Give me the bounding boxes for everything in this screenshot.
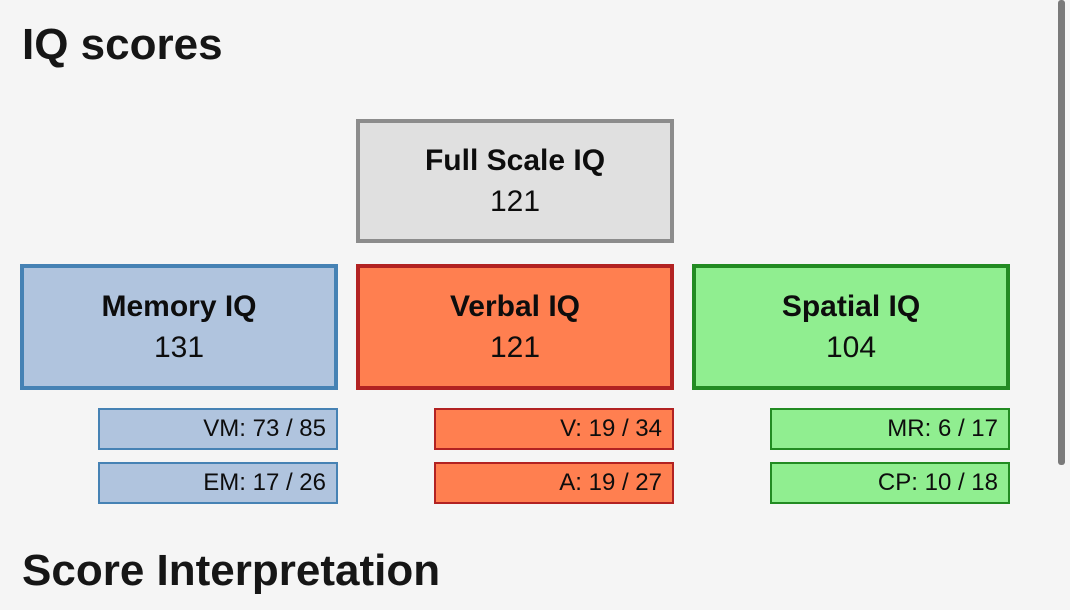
memory-iq-label: Memory IQ xyxy=(101,290,257,323)
spatial-iq-box: Spatial IQ 104 xyxy=(692,264,1010,390)
spatial-subtest-cp: CP: 10 / 18 xyxy=(770,462,1010,504)
spatial-subtest-mr: MR: 6 / 17 xyxy=(770,408,1010,450)
spatial-iq-label: Spatial IQ xyxy=(781,290,921,323)
section-title-score-interpretation: Score Interpretation xyxy=(22,546,441,595)
memory-iq-box: Memory IQ 131 xyxy=(20,264,338,390)
memory-subtest-vm: VM: 73 / 85 xyxy=(98,408,338,450)
full-scale-iq-label: Full Scale IQ xyxy=(424,144,606,177)
spatial-iq-value: 104 xyxy=(825,330,877,364)
full-scale-iq-value: 121 xyxy=(489,184,541,218)
scrollbar-thumb[interactable] xyxy=(1058,0,1065,465)
verbal-subtest-a: A: 19 / 27 xyxy=(434,462,674,504)
verbal-iq-value: 121 xyxy=(489,330,541,364)
verbal-subtest-v: V: 19 / 34 xyxy=(434,408,674,450)
memory-subtest-em: EM: 17 / 26 xyxy=(98,462,338,504)
page-title: IQ scores xyxy=(22,20,223,69)
verbal-iq-label: Verbal IQ xyxy=(449,290,581,323)
memory-iq-value: 131 xyxy=(153,330,205,364)
verbal-iq-box: Verbal IQ 121 xyxy=(356,264,674,390)
full-scale-iq-box: Full Scale IQ 121 xyxy=(356,119,674,243)
